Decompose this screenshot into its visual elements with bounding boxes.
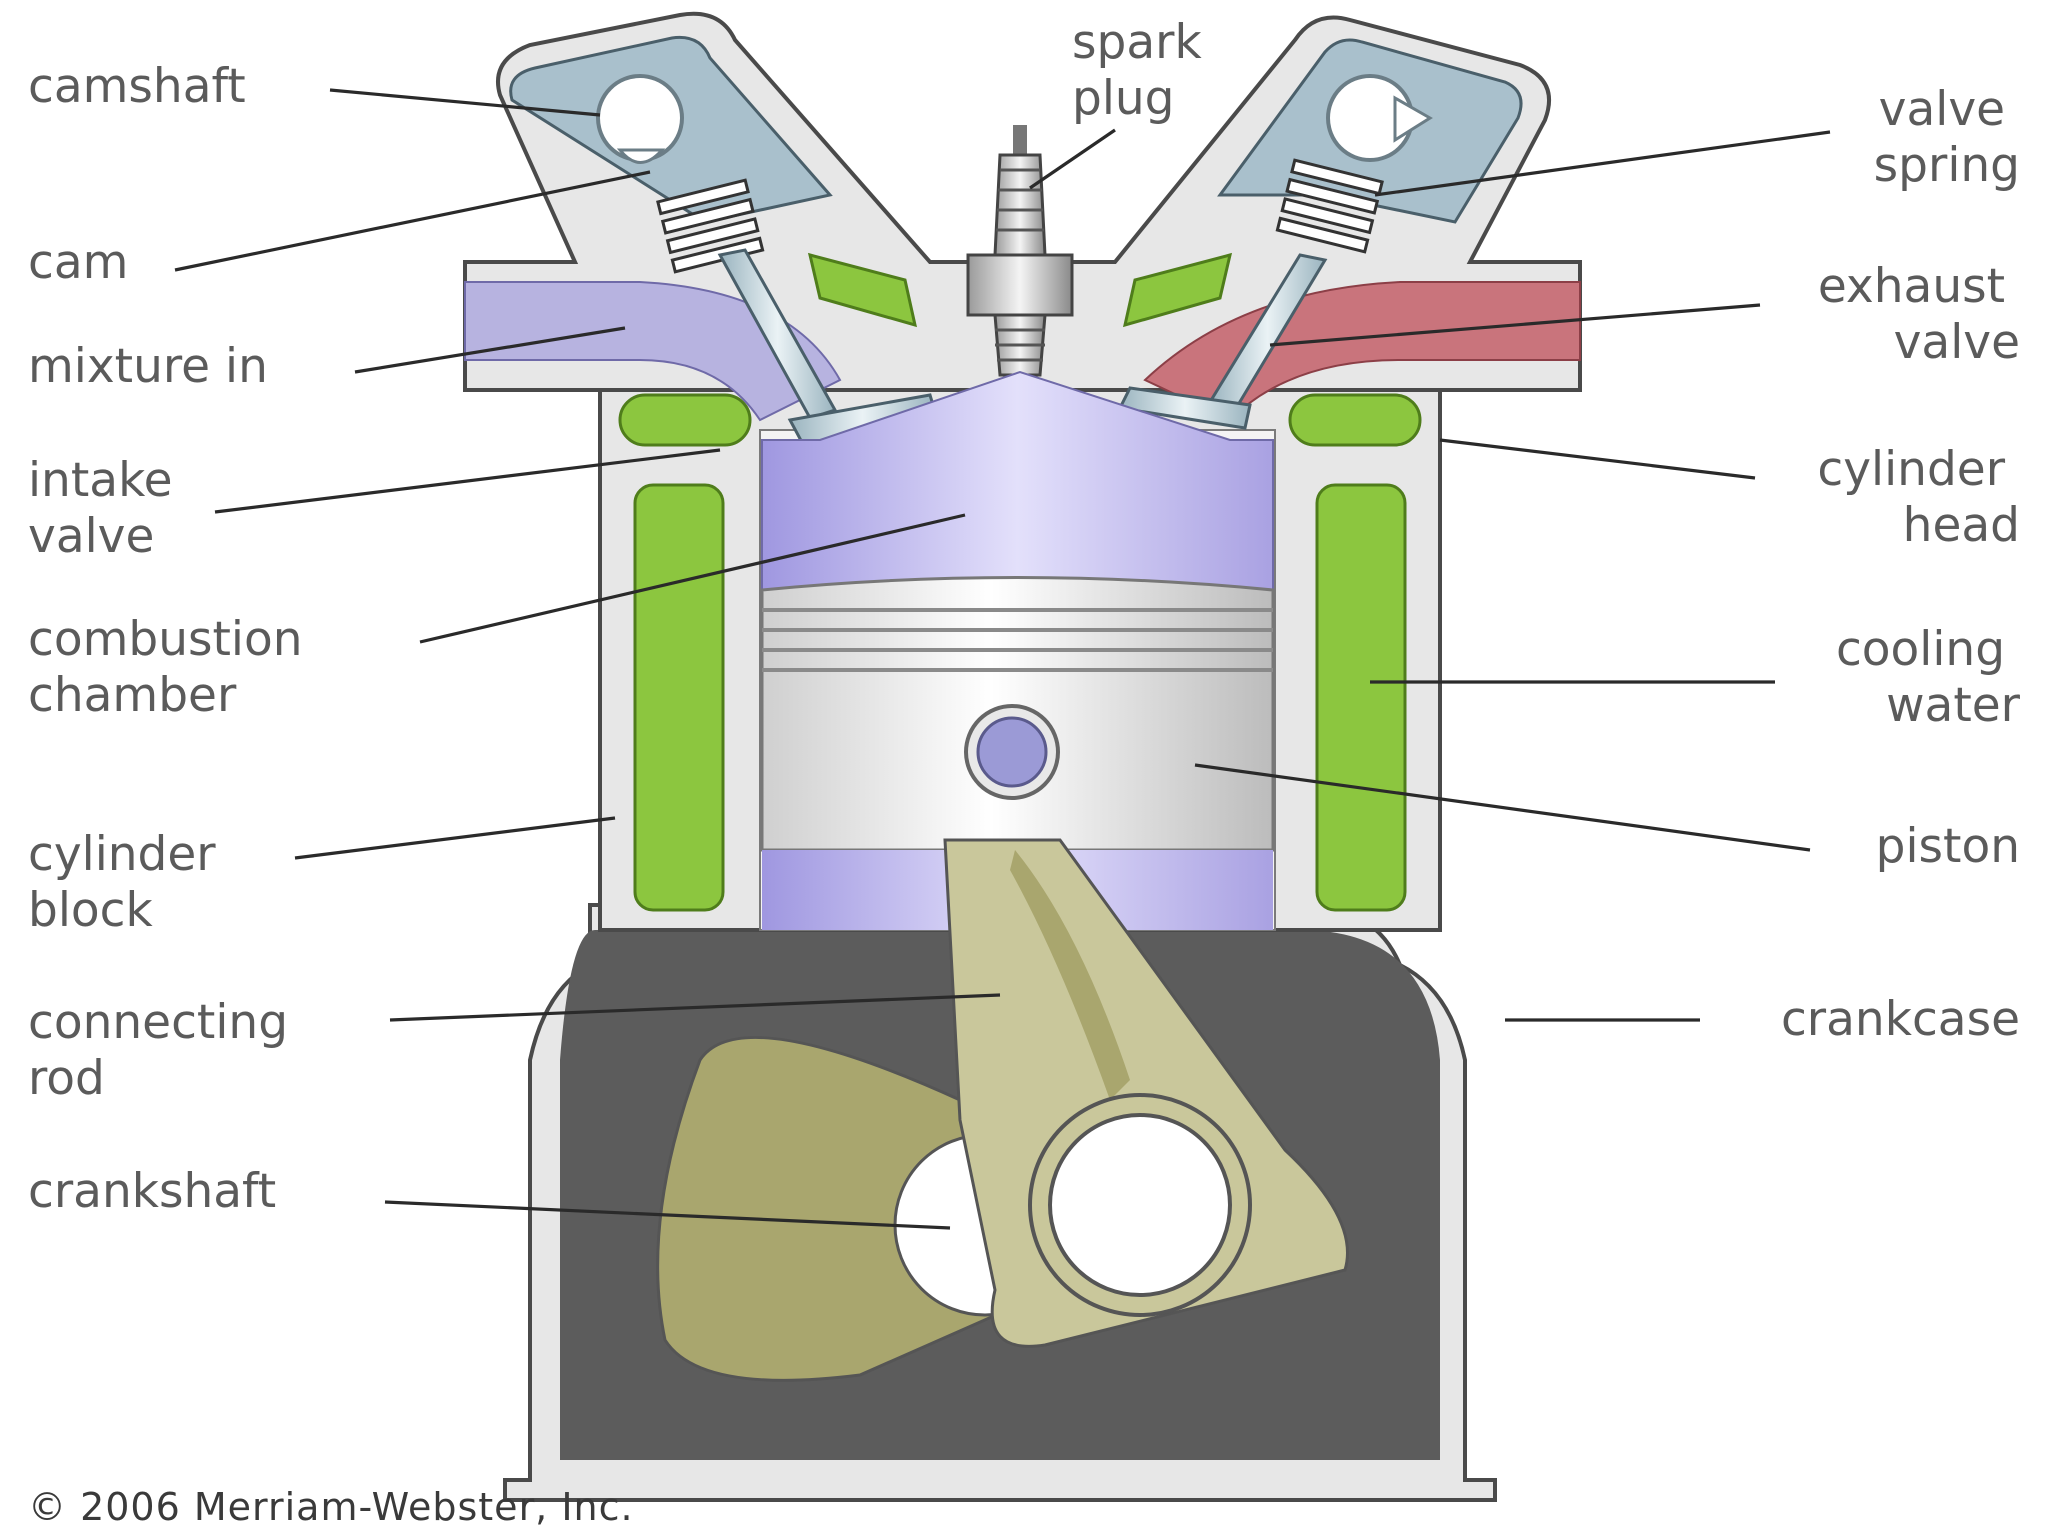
intake-port xyxy=(464,281,842,422)
leader-camshaft xyxy=(329,88,601,117)
labels-top: spark plug xyxy=(1072,15,1217,126)
connecting-rod-shape xyxy=(943,838,1349,1348)
leader-exhaust-valve xyxy=(1269,303,1761,347)
leader-intake-valve xyxy=(214,448,721,514)
exhaust-cam-lobe xyxy=(1393,95,1433,143)
labels-right: valve spring exhaust valve cylinder head… xyxy=(1781,82,2021,1047)
label-spark-plug: spark plug xyxy=(1072,15,1217,126)
leader-connecting-rod xyxy=(389,993,1001,1022)
intake-valve-spring xyxy=(656,178,765,274)
label-mixture-in: mixture in xyxy=(28,339,268,394)
leader-cylinder-head xyxy=(1439,438,1756,480)
leader-combustion-chamber xyxy=(419,513,966,644)
copyright-notice: © 2006 Merriam-Webster, Inc. xyxy=(28,1485,634,1529)
label-exhaust-valve: exhaust valve xyxy=(1818,259,2020,370)
label-combustion-chamber: combustion chamber xyxy=(28,612,317,723)
label-cam: cam xyxy=(28,235,128,290)
intake-camshaft xyxy=(596,74,684,162)
leader-cylinder-block xyxy=(294,816,616,860)
cooling-water-channels xyxy=(618,393,1422,912)
leader-valve-spring xyxy=(1374,130,1831,197)
labels-left: camshaft cam mixture in intake valve com… xyxy=(28,59,317,1219)
leader-spark-plug xyxy=(1029,128,1116,190)
label-piston: piston xyxy=(1876,819,2020,874)
leader-cam xyxy=(174,170,651,272)
label-crankshaft: crankshaft xyxy=(28,1164,276,1219)
label-crankcase: crankcase xyxy=(1781,992,2020,1047)
label-camshaft: camshaft xyxy=(28,59,246,114)
leader-piston xyxy=(1194,763,1811,852)
head-coolant-left xyxy=(807,252,918,328)
leader-lines xyxy=(174,88,1831,1230)
label-cylinder-block: cylinder block xyxy=(28,827,231,938)
label-cooling-water: cooling water xyxy=(1836,622,2021,733)
label-valve-spring: valve spring xyxy=(1874,82,2020,193)
exhaust-valve-shape xyxy=(1117,253,1328,430)
exhaust-port xyxy=(1143,281,1581,422)
label-cylinder-head: cylinder head xyxy=(1817,442,2020,553)
spark-plug-shape xyxy=(966,125,1074,377)
leader-mixture-in xyxy=(354,326,626,374)
leader-crankshaft xyxy=(384,1200,951,1230)
label-connecting-rod: connecting rod xyxy=(28,995,303,1106)
label-intake-valve: intake valve xyxy=(28,453,188,564)
exhaust-valve-spring xyxy=(1275,158,1384,254)
intake-cam-lobe xyxy=(616,148,666,164)
head-coolant-right xyxy=(1122,252,1233,328)
